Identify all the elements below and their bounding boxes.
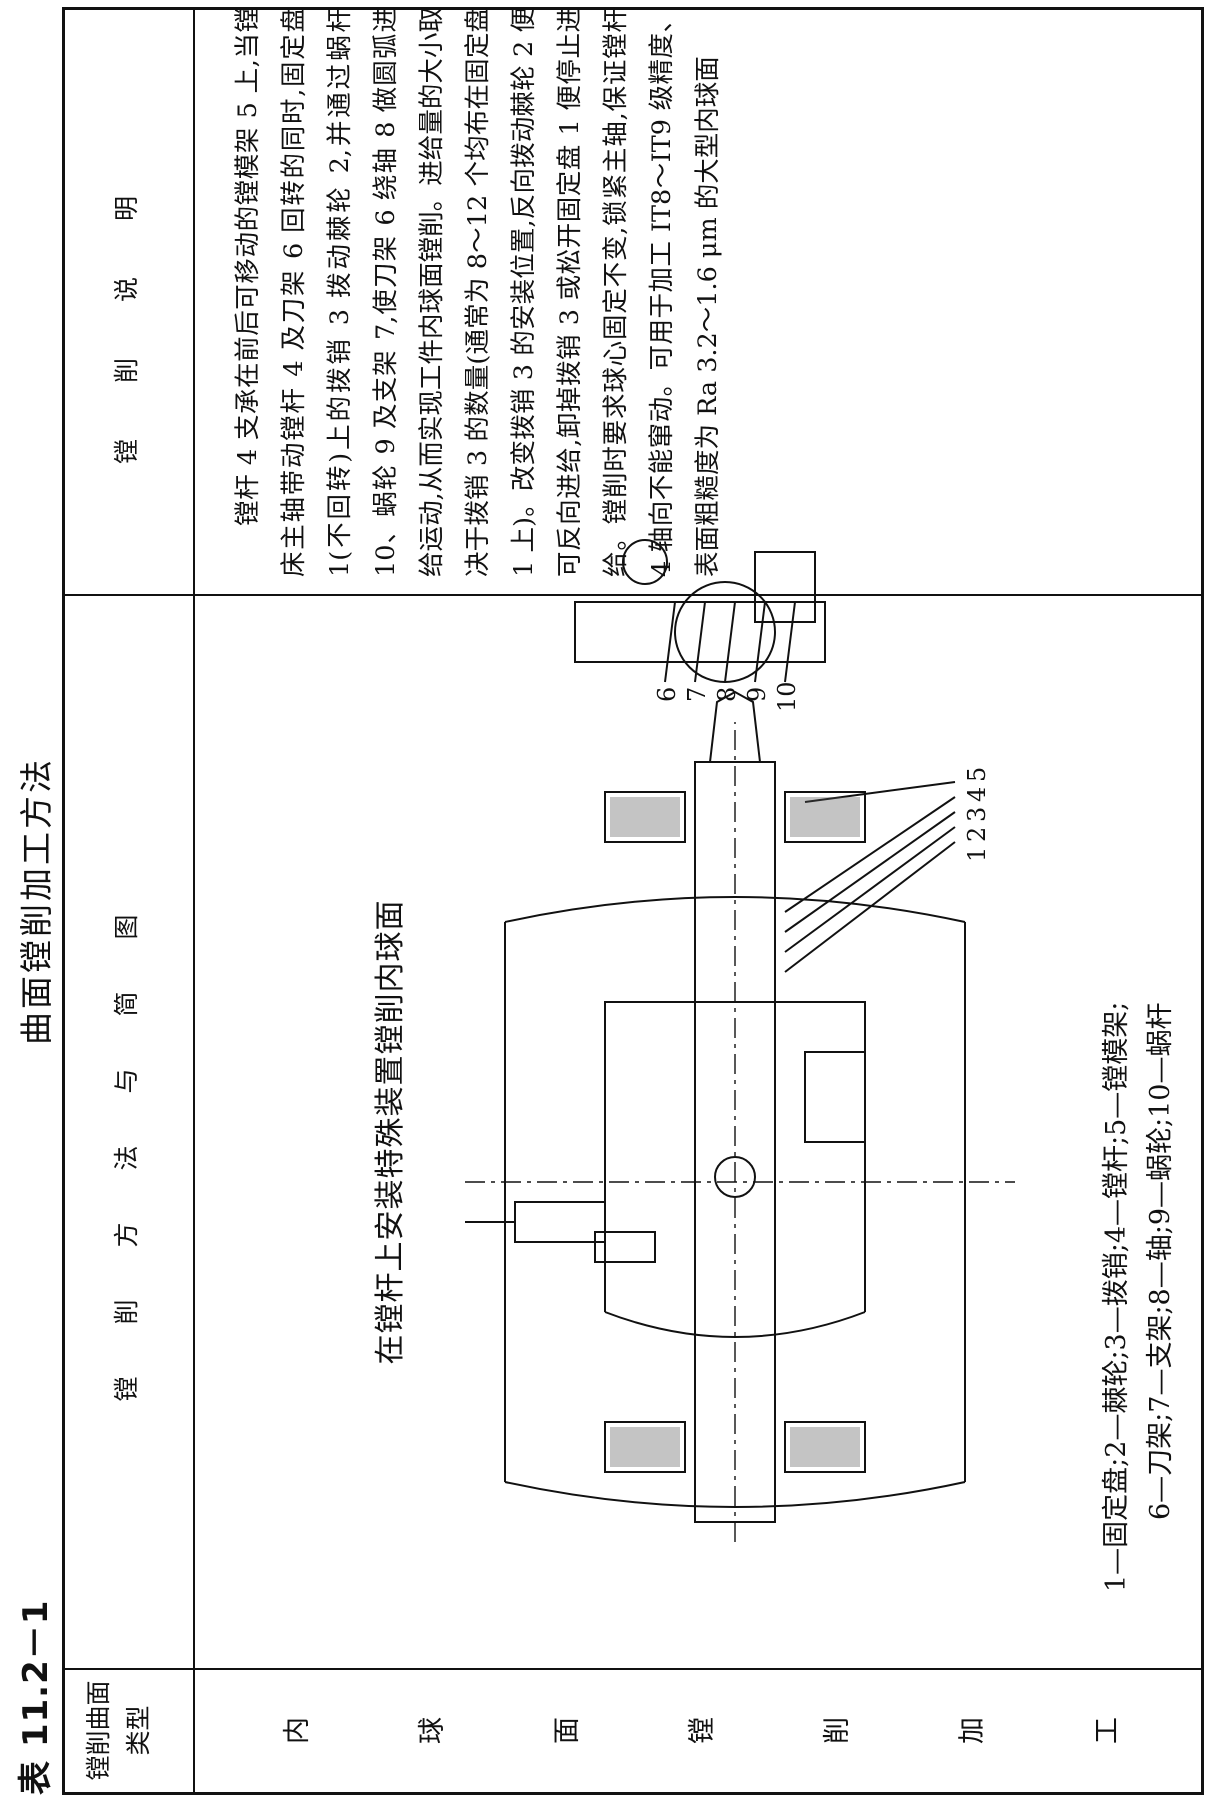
- boring-fixture-drawing: 1 2 3 4 5 6 7 8 9 10: [465, 539, 1015, 1542]
- description-text: 镗杆 4 支承在前后可移动的镗模架 5 上,当镗床主轴带动镗杆 4 及刀架 6 …: [233, 7, 723, 577]
- callout-label: 6: [653, 687, 681, 702]
- legend-line: 1—固定盘;2—棘轮;3—拨销;4—镗杆;5—镗模架;: [1101, 1001, 1132, 1592]
- header-divider: [193, 10, 195, 1792]
- type-char: 削: [822, 1717, 853, 1744]
- table-title: 曲面镗削加工方法: [17, 757, 56, 1045]
- callout-label: 2: [963, 827, 991, 842]
- header-surface-type: 镗削曲面类型: [84, 1680, 153, 1781]
- callout-label: 10: [773, 681, 801, 712]
- header-method-and-sketch: 镗削方法与简图: [112, 862, 141, 1402]
- title-row: 表 11.2－1 曲面镗削加工方法: [0, 0, 62, 1805]
- process-table: 镗削曲面类型 镗削方法与简图 镗削说明 内 球 面 镗 削 加 工 在镗杆上安装…: [62, 7, 1204, 1795]
- callout-label: 4: [963, 787, 991, 802]
- header-description: 镗削说明: [112, 140, 141, 465]
- callout-label: 5: [963, 767, 991, 782]
- callout-label: 8: [713, 687, 741, 702]
- type-char: 内: [282, 1717, 313, 1744]
- type-char: 工: [1092, 1717, 1123, 1744]
- type-char: 加: [957, 1717, 988, 1744]
- callout-label: 3: [963, 807, 991, 822]
- method-title: 在镗杆上安装特殊装置镗削内球面: [373, 899, 408, 1365]
- type-char: 镗: [687, 1717, 718, 1744]
- description-cell: 镗杆 4 支承在前后可移动的镗模架 5 上,当镗床主轴带动镗杆 4 及刀架 6 …: [225, 7, 731, 577]
- type-char: 球: [417, 1717, 448, 1744]
- legend-line: 6—刀架;7—支架;8—轴;9—蜗轮;10—蜗杆: [1145, 1002, 1176, 1520]
- type-char: 面: [552, 1717, 583, 1744]
- table-number: 表 11.2－1: [16, 1599, 56, 1795]
- surface-type-cell: 内 球 面 镗 削 加 工: [215, 1673, 1195, 1788]
- figure-legend: 1—固定盘;2—棘轮;3—拨销;4—镗杆;5—镗模架; 6—刀架;7—支架;8—…: [1095, 592, 1183, 1592]
- column-divider: [65, 1668, 1201, 1670]
- callout-label: 9: [743, 687, 771, 702]
- callout-label: 1: [963, 847, 991, 862]
- callout-label: 7: [683, 687, 711, 702]
